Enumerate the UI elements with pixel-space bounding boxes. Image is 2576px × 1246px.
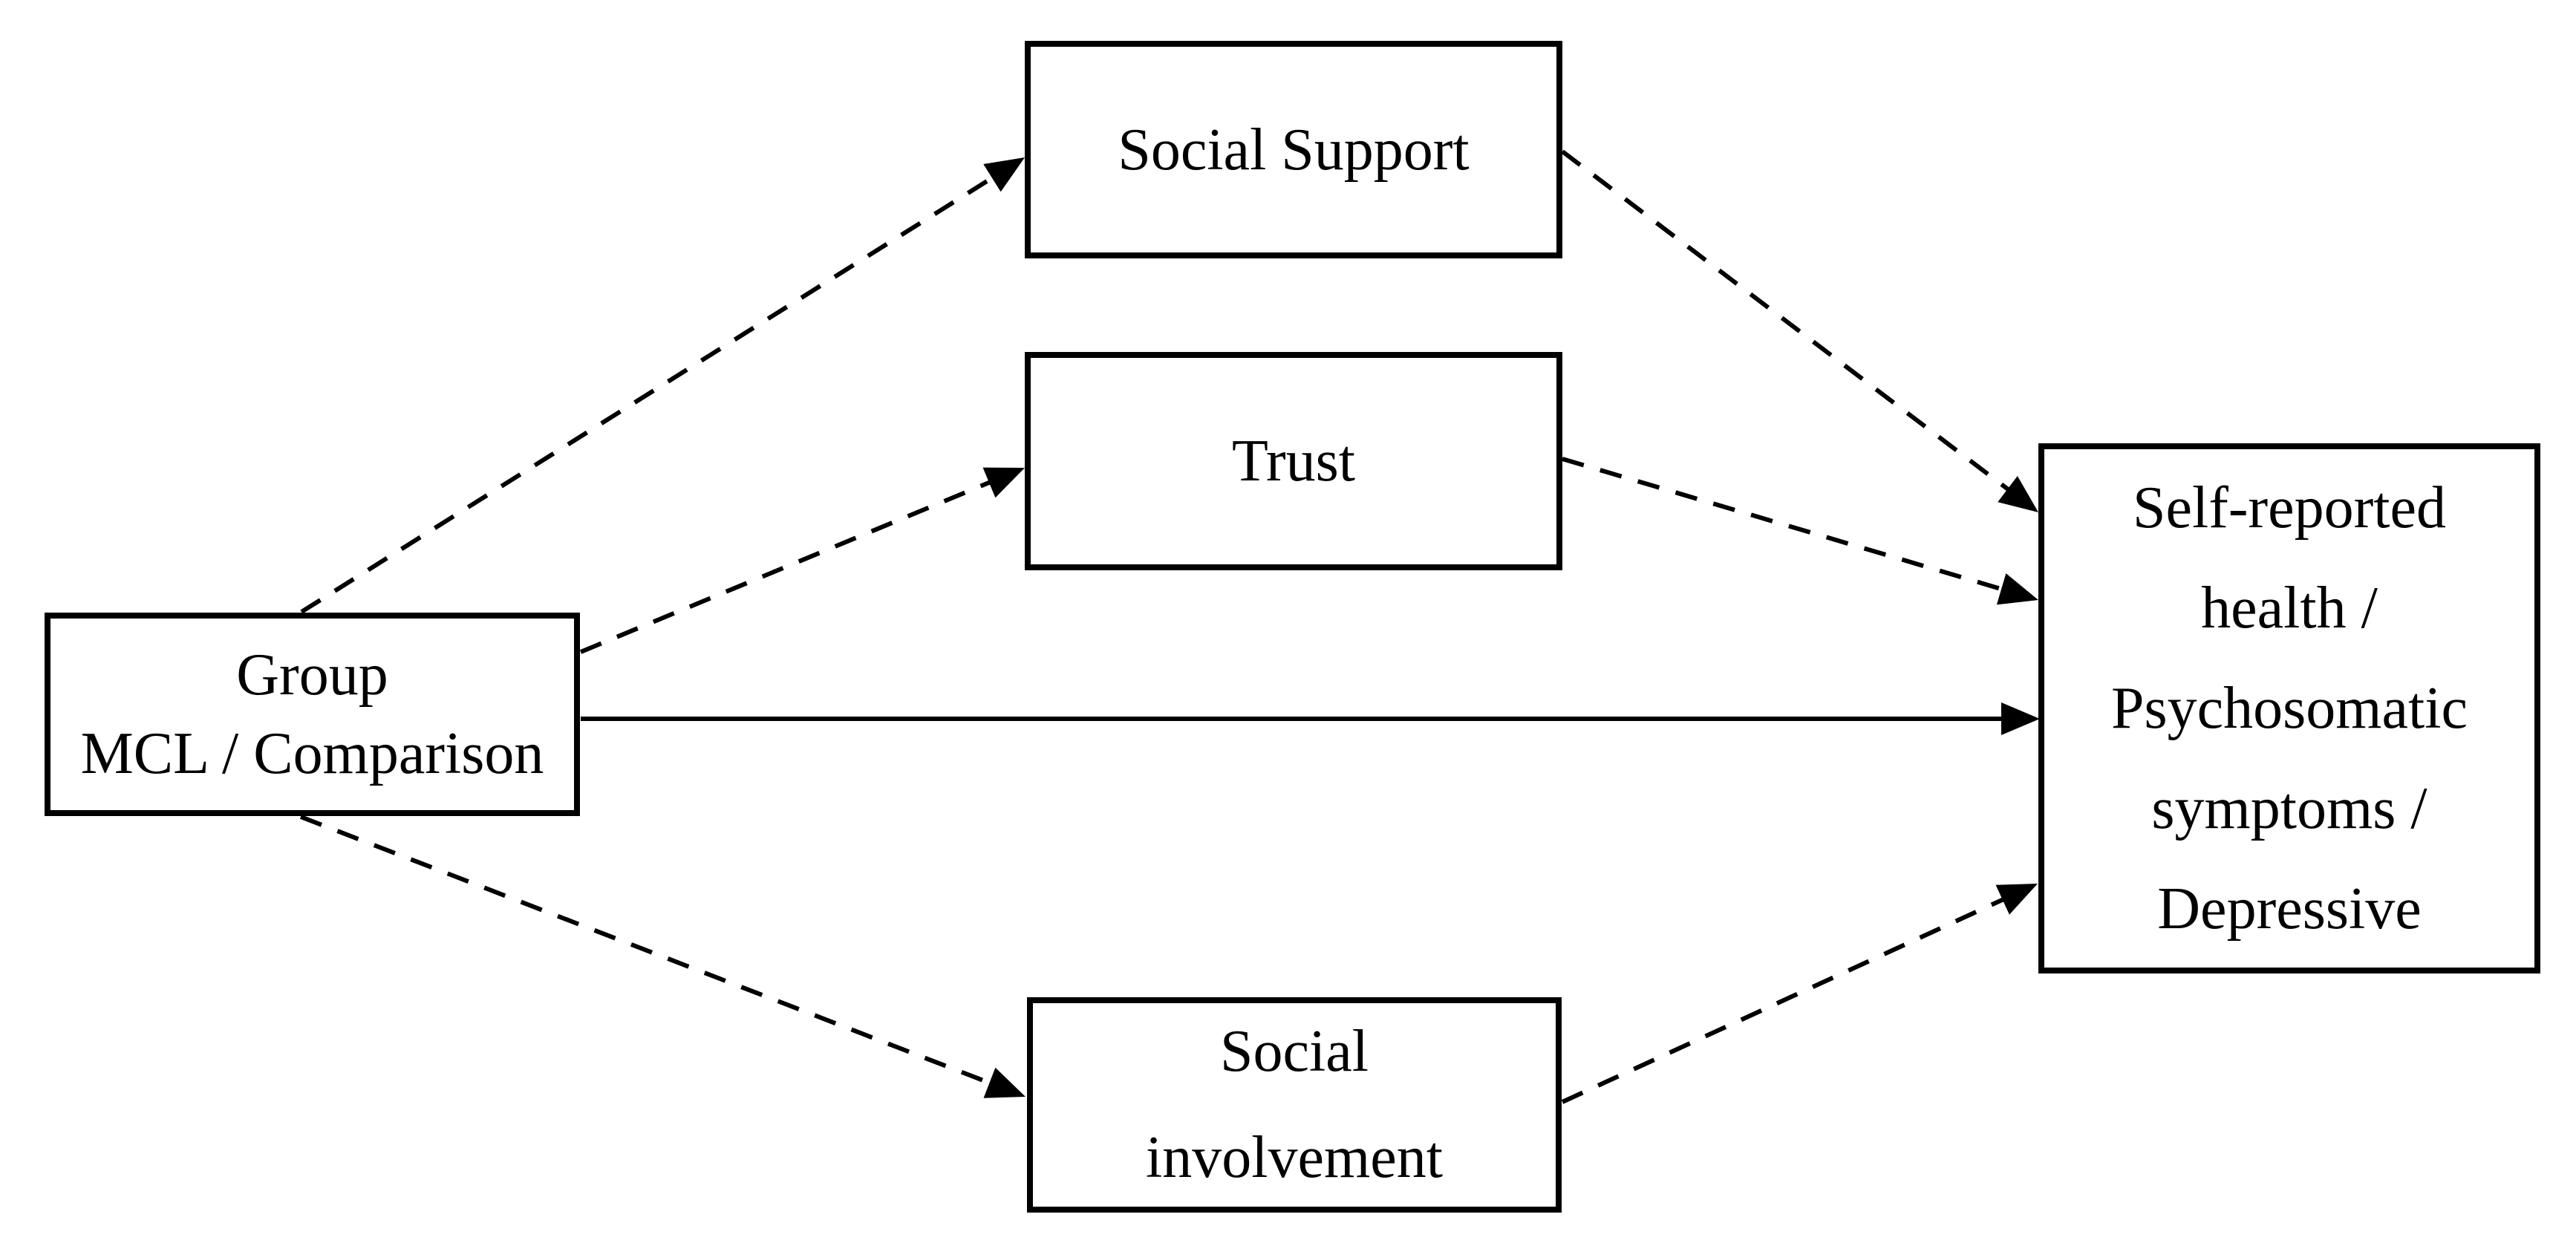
edge-social_support-to-outcome [1561,149,2014,495]
node-outcome-line-2: health / [2201,575,2378,641]
node-group-line-1: Group [236,642,388,708]
arrowhead-social_support-to-outcome [1998,476,2038,512]
arrowhead-trust-to-outcome [1996,573,2038,605]
node-trust-label: Trust [1231,428,1356,494]
node-group: Group MCL / Comparison [45,613,580,816]
edge-group-to-social_support [300,172,999,614]
arrowhead-group-to-outcome [2001,702,2040,735]
arrowhead-group-to-social_involvement [983,1067,1025,1098]
node-outcome-line-1: Self-reported [2132,474,2447,541]
arrowhead-social_involvement-to-outcome [1995,884,2038,915]
edge-social_involvement-to-outcome [1561,895,2009,1104]
node-group-line-2: MCL / Comparison [80,721,544,786]
edge-group-to-social_involvement [299,815,996,1087]
node-outcome-line-5: Depressive [2157,875,2422,942]
arrowhead-group-to-social_support [983,157,1025,192]
node-trust: Trust [1025,352,1562,570]
arrowhead-group-to-trust [982,467,1025,498]
node-social-support: Social Support [1025,41,1562,258]
node-social-support-label: Social Support [1118,117,1470,183]
node-social-involvement: Social involvement [1027,997,1562,1213]
edge-group-to-trust [579,478,996,654]
edge-trust-to-outcome [1562,457,2008,593]
node-outcome-line-4: symptoms / [2151,775,2427,841]
node-outcome-line-3: Psychosomatic [2111,675,2468,741]
node-outcome: Self-reported health / Psychosomatic sym… [2038,443,2540,973]
node-social-involvement-line-1: Social [1220,1019,1369,1084]
node-social-involvement-line-2: involvement [1146,1125,1443,1190]
